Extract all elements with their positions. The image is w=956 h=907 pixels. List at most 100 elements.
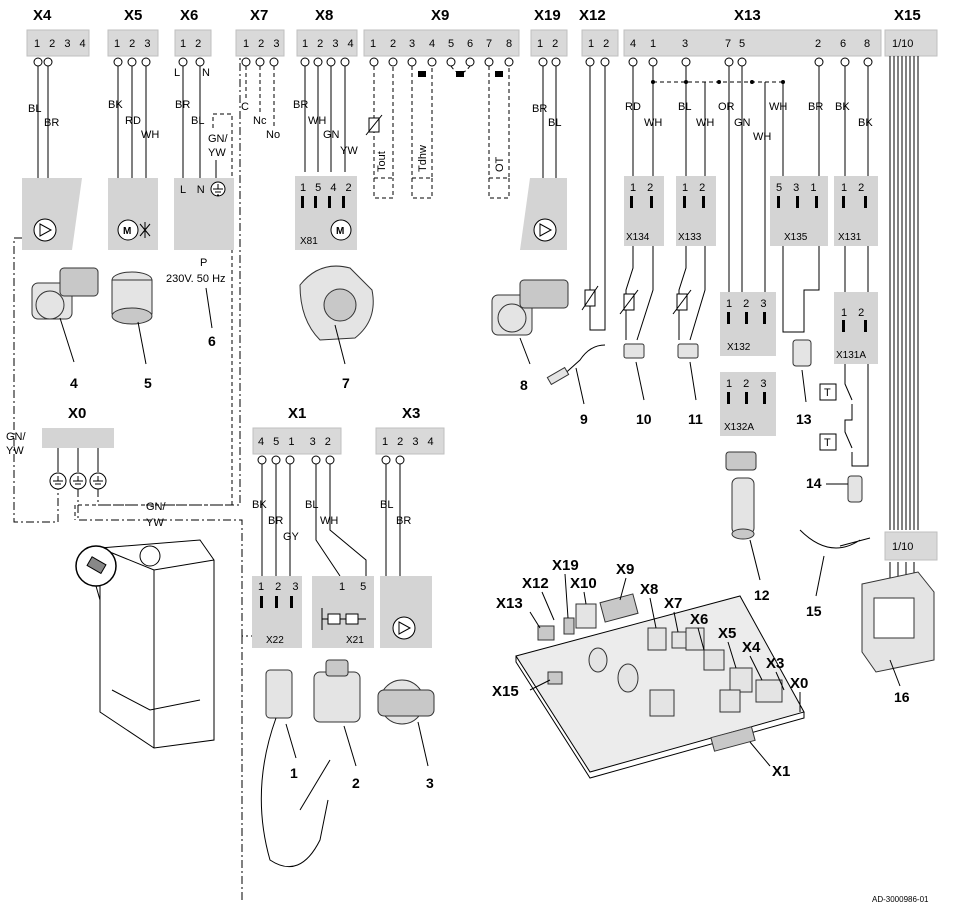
connector-x4-label: X4 (33, 7, 52, 24)
part-number-1: 1 (290, 765, 298, 781)
svg-text:BR: BR (175, 99, 190, 111)
connector-x13-label: X13 (734, 7, 761, 24)
part-number-8: 8 (520, 377, 528, 393)
x134-label: X134 (626, 232, 650, 243)
x135-link (782, 246, 820, 333)
part-number-6: 6 (208, 333, 216, 349)
fan-motor-icon: M (330, 219, 352, 241)
x15-cable-bundle (889, 56, 919, 590)
part-number-3: 3 (426, 775, 434, 791)
part-number-5: 5 (144, 375, 152, 391)
overheat-part-13 (792, 339, 812, 403)
svg-text:X7: X7 (664, 595, 682, 612)
gas-valve-part-2 (313, 659, 361, 767)
connector-x1-label: X1 (288, 405, 306, 422)
valve-motor-part-5 (111, 271, 153, 365)
sensor-part-11 (677, 343, 699, 401)
x5-wiring: BK RD WH (108, 57, 159, 178)
x8-pins: 1 2 3 4 (302, 38, 357, 50)
svg-text:7: 7 (725, 38, 731, 50)
svg-text:YW: YW (340, 145, 358, 157)
x9-pins: 1 2 3 4 5 6 7 8 (370, 38, 512, 50)
svg-text:1 5: 1 5 (339, 581, 372, 593)
connector-x133 (676, 176, 716, 246)
svg-text:X19: X19 (552, 557, 579, 574)
x12-wiring (581, 57, 610, 331)
svg-text:X5: X5 (718, 625, 736, 642)
svg-text:BR: BR (808, 101, 823, 113)
connector-x9-label: X9 (431, 7, 449, 24)
svg-text:WH: WH (308, 115, 326, 127)
x22-label: X22 (266, 635, 284, 646)
svg-text:Tdhw: Tdhw (417, 145, 429, 172)
x3-pins: 1 2 3 4 (382, 436, 437, 448)
svg-text:BK: BK (858, 117, 873, 129)
svg-text:X13: X13 (496, 595, 523, 612)
svg-text:N: N (202, 67, 210, 79)
svg-text:C: C (241, 101, 249, 113)
x6-wiring: L N BR BL GN/ YW (74, 57, 233, 520)
svg-text:X8: X8 (640, 581, 658, 598)
svg-text:X12: X12 (522, 575, 549, 592)
svg-text:YW: YW (208, 147, 226, 159)
svg-text:WH: WH (696, 117, 714, 129)
svg-text:5: 5 (448, 38, 454, 50)
svg-text:BR: BR (44, 117, 59, 129)
svg-text:OR: OR (718, 101, 735, 113)
x4-wiring: BL BR (28, 57, 59, 178)
x135-label: X135 (784, 232, 808, 243)
part-number-9: 9 (580, 411, 588, 427)
svg-text:BR: BR (396, 515, 411, 527)
connector-x135 (770, 176, 828, 246)
earth-icon (210, 181, 226, 197)
svg-text:6: 6 (467, 38, 473, 50)
x131a-label: X131A (836, 350, 866, 361)
svg-text:WH: WH (753, 131, 771, 143)
x81-label: X81 (300, 236, 318, 247)
svg-text:M: M (336, 226, 344, 237)
sensor-wires-10-11 (619, 246, 706, 341)
power-label: P (200, 257, 207, 269)
document-reference: AD-3000986-01 (872, 895, 929, 904)
x9-wiring: Tout Tdhw OT (365, 57, 514, 199)
svg-text:BK: BK (108, 99, 123, 111)
part-number-12: 12 (754, 587, 770, 603)
part-number-10: 10 (636, 411, 652, 427)
svg-text:1 2 3: 1 2 3 (726, 378, 770, 390)
x6-pins: 1 2 (180, 38, 204, 50)
svg-text:GY: GY (283, 531, 300, 543)
pump-part-3 (377, 679, 435, 767)
part-number-14: 14 (806, 475, 822, 491)
flow-sensor-part-12 (725, 451, 761, 581)
pcb-board (515, 593, 805, 779)
connector-x19 (530, 29, 568, 57)
x12-pins: 1 2 (588, 38, 612, 50)
connector-x0-label: X0 (68, 405, 86, 422)
pump-part-8 (491, 279, 569, 365)
svg-text:1: 1 (650, 38, 656, 50)
svg-text:GN/: GN/ (146, 501, 167, 513)
connector-x9 (363, 29, 520, 57)
ignition-electrode-part-1 (260, 669, 331, 868)
svg-text:1 2: 1 2 (841, 307, 868, 319)
svg-text:1 2: 1 2 (682, 182, 709, 194)
sensor-part-9 (546, 344, 606, 405)
x3-wiring: BL BR (380, 455, 411, 576)
svg-text:YW: YW (6, 445, 24, 457)
svg-text:WH: WH (644, 117, 662, 129)
svg-text:X6: X6 (690, 611, 708, 628)
x5-pins: 1 2 3 (114, 38, 153, 50)
svg-text:8: 8 (864, 38, 870, 50)
leader-6 (205, 287, 213, 329)
svg-text:X15: X15 (492, 683, 519, 700)
boiler-casing (99, 539, 215, 749)
svg-text:M: M (123, 226, 131, 237)
ground-pin-callout (75, 545, 117, 601)
ground-dashdot-wires: GN/ YW GN/ YW (6, 56, 252, 900)
connector-x3 (375, 427, 445, 455)
part-number-7: 7 (342, 375, 350, 391)
connector-x13 (623, 29, 882, 57)
x7-wiring: C Nc No (241, 57, 280, 141)
pump-icon (33, 218, 57, 242)
connector-x8-label: X8 (315, 7, 333, 24)
